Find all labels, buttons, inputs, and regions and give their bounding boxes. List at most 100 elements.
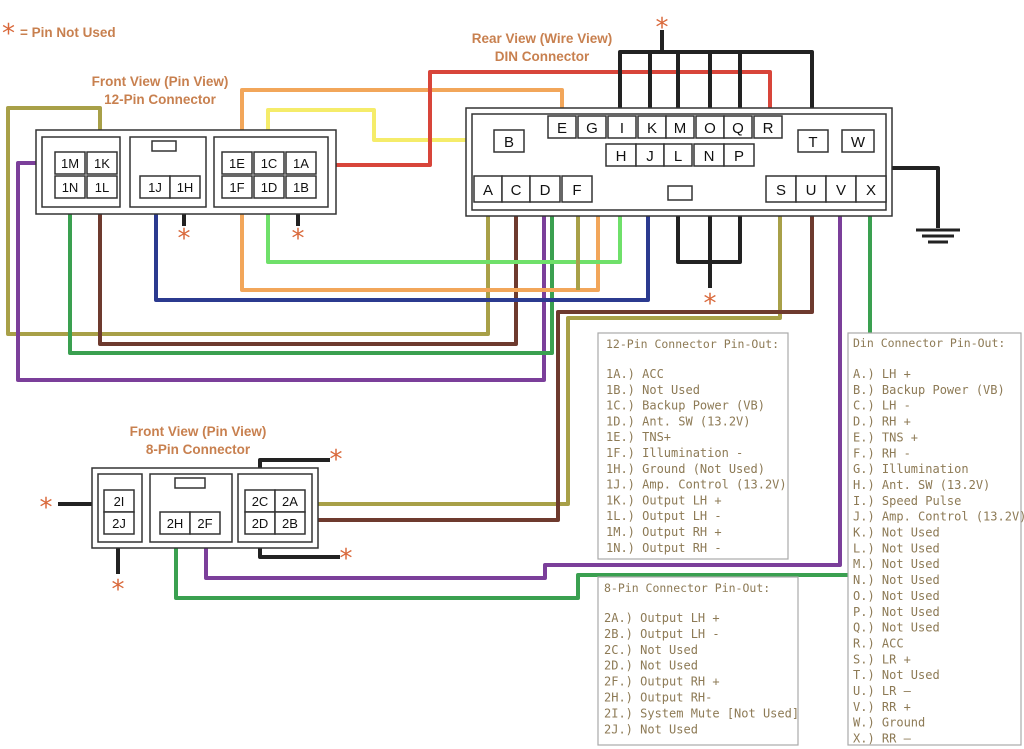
pins-12: 1M 1K 1N 1L 1J 1H 1E 1C 1A 1F 1D 1B bbox=[61, 156, 309, 195]
pin-din-E: E bbox=[557, 120, 567, 137]
pin-din-U: U bbox=[806, 182, 817, 199]
pinout-line: W.) Ground bbox=[853, 716, 925, 730]
pin-din-L: L bbox=[674, 148, 682, 165]
pinout-line: A.) LH + bbox=[853, 367, 911, 381]
pin-2B: 2B bbox=[282, 516, 298, 531]
pin-din-S: S bbox=[776, 182, 786, 199]
connector-din bbox=[465, 107, 893, 217]
pin-din-W: W bbox=[851, 134, 866, 151]
wire-yellow-1C-B bbox=[266, 108, 490, 152]
pin-2J: 2J bbox=[112, 516, 126, 531]
pin-2D: 2D bbox=[252, 516, 269, 531]
pins-8: 2I 2J 2H 2F 2C 2A 2D 2B bbox=[112, 494, 298, 531]
pinout-line: T.) Not Used bbox=[853, 668, 940, 682]
wire-green-1N-D bbox=[68, 195, 554, 355]
pinout-line: H.) Ant. SW (13.2V) bbox=[853, 478, 990, 492]
legend-star-icon: * bbox=[2, 19, 15, 49]
pin-din-N: N bbox=[704, 148, 715, 165]
ground-icon bbox=[916, 228, 960, 244]
pin-din-B: B bbox=[504, 134, 514, 151]
pinout-line: 2D.) Not Used bbox=[604, 659, 698, 673]
pin-din-D: D bbox=[540, 182, 551, 199]
pin-din-G: G bbox=[586, 120, 598, 137]
pin-din-A: A bbox=[483, 182, 493, 199]
pin-1J: 1J bbox=[148, 180, 162, 195]
pin-din-T: T bbox=[808, 134, 817, 151]
pinout12-box bbox=[597, 332, 789, 560]
pinout-line: R.) ACC bbox=[853, 636, 904, 650]
pinout-line: P.) Not Used bbox=[853, 605, 940, 619]
wire-brown-1L-C bbox=[98, 195, 518, 346]
pin-din-I: I bbox=[620, 120, 624, 137]
pin-1F: 1F bbox=[229, 180, 244, 195]
pinout-line: X.) RR – bbox=[853, 732, 912, 746]
front8-title: Front View (Pin View) bbox=[130, 424, 267, 439]
pinout-line: 2F.) Output RH + bbox=[604, 675, 720, 689]
wire-olive-1K-A bbox=[6, 106, 490, 336]
pinout12-title: 12-Pin Connector Pin-Out: bbox=[606, 337, 779, 351]
pinout-line: N.) Not Used bbox=[853, 573, 940, 587]
pin-2A: 2A bbox=[282, 494, 298, 509]
pinout-line: D.) RH + bbox=[853, 415, 911, 429]
rear-subtitle: DIN Connector bbox=[495, 49, 590, 64]
wire-purple-1M-D bbox=[16, 161, 546, 382]
pin-1A: 1A bbox=[293, 156, 309, 171]
pins-din: B E G I K M O Q R T W H J L N P A C D F … bbox=[483, 120, 876, 199]
pinout-din-box bbox=[847, 332, 1022, 746]
pin-din-J: J bbox=[646, 148, 654, 165]
wire-olive-S-2A bbox=[310, 200, 782, 506]
pinout-line: 1K.) Output LH + bbox=[606, 493, 722, 507]
front12-subtitle: 12-Pin Connector bbox=[104, 92, 217, 107]
pinout-line: J.) Amp. Control (13.2V) bbox=[853, 510, 1024, 524]
pinout-line: F.) RH - bbox=[853, 446, 911, 460]
wire-red-1A-R bbox=[318, 70, 772, 167]
pin-1M: 1M bbox=[61, 156, 79, 171]
pin-din-F: F bbox=[572, 182, 581, 199]
pinout-line: I.) Speed Pulse bbox=[853, 494, 961, 508]
star-icon: * bbox=[656, 13, 669, 43]
pinout-line: 1J.) Amp. Control (13.2V) bbox=[606, 478, 787, 492]
pinout-line: V.) RR + bbox=[853, 700, 911, 714]
pinout-line: E.) TNS + bbox=[853, 430, 918, 444]
connector-8pin bbox=[91, 467, 319, 549]
pinout-line: 1E.) TNS+ bbox=[606, 430, 671, 444]
pinout-line: U.) LR – bbox=[853, 684, 912, 698]
pin-1E: 1E bbox=[229, 156, 245, 171]
pinout-line: 1F.) Illumination - bbox=[606, 446, 743, 460]
pin-din-R: R bbox=[763, 120, 774, 137]
pin-2H: 2H bbox=[167, 516, 184, 531]
wire-orange-1E-E bbox=[240, 88, 564, 152]
star-icon: * bbox=[292, 224, 305, 254]
pin-din-C: C bbox=[511, 182, 522, 199]
pinout-line: 2J.) Not Used bbox=[604, 722, 698, 736]
pinout-din-title: Din Connector Pin-Out: bbox=[853, 336, 1005, 350]
front12-title: Front View (Pin View) bbox=[92, 74, 229, 89]
pin-din-H: H bbox=[616, 148, 627, 165]
star-icon: * bbox=[704, 289, 717, 319]
star-icon: * bbox=[330, 445, 343, 475]
legend-text: = Pin Not Used bbox=[20, 25, 116, 40]
unused-markers: * * * * * * * * bbox=[40, 13, 717, 605]
pin-din-V: V bbox=[836, 182, 846, 199]
wire-navy-1J-J bbox=[154, 155, 650, 302]
pinout-line: G.) Illumination bbox=[853, 462, 969, 476]
pin-din-Q: Q bbox=[732, 120, 744, 137]
pin-2F: 2F bbox=[197, 516, 212, 531]
pinout-line: 1H.) Ground (Not Used) bbox=[606, 462, 765, 476]
pin-din-K: K bbox=[647, 120, 657, 137]
pin-din-X: X bbox=[866, 182, 876, 199]
pinout-line: 2I.) System Mute [Not Used] bbox=[604, 706, 799, 720]
pinout-line: 1D.) Ant. SW (13.2V) bbox=[606, 414, 751, 428]
pinout-line: 2H.) Output RH- bbox=[604, 691, 712, 705]
pinout-line: 1M.) Output RH + bbox=[606, 525, 722, 539]
connector-12pin bbox=[35, 129, 337, 215]
pin-1L: 1L bbox=[95, 180, 109, 195]
pin-2C: 2C bbox=[252, 494, 269, 509]
pinout8-title: 8-Pin Connector Pin-Out: bbox=[604, 581, 770, 595]
star-icon: * bbox=[112, 575, 125, 605]
pinout-line: C.) LH - bbox=[853, 399, 911, 413]
pin-1K: 1K bbox=[94, 156, 110, 171]
pinout8-list: 2A.) Output LH +2B.) Output LH -2C.) Not… bbox=[604, 611, 799, 736]
pinout-line: O.) Not Used bbox=[853, 589, 940, 603]
